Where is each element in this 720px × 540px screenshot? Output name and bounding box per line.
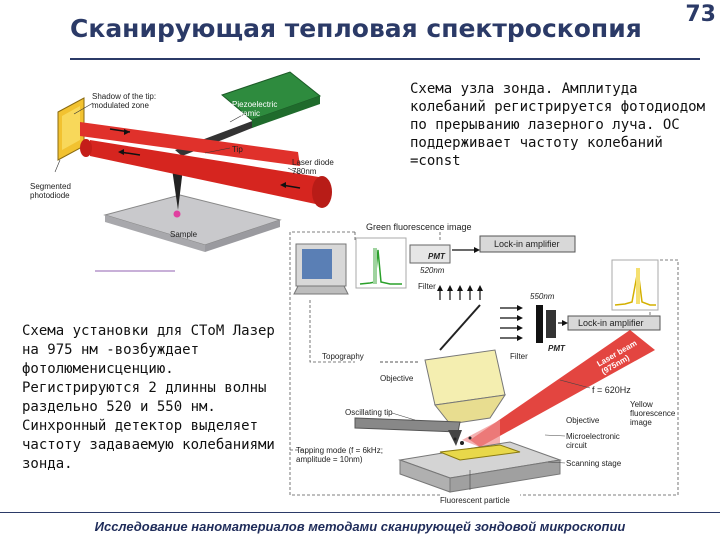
label-filter-top: Filter: [418, 282, 436, 291]
label-lockin-top: Lock-in amplifier: [494, 239, 560, 249]
footer-rule: [0, 512, 720, 513]
label-laser-diode: Laser diode 780nm: [292, 158, 334, 176]
label-green-image: Green fluorescence image: [366, 222, 472, 232]
label-pmt-top: PMT: [428, 252, 445, 261]
laser-beam-975: [470, 330, 655, 447]
label-objective-right: Objective: [566, 416, 600, 425]
label-piezo: Piezoelectric ceramic: [232, 100, 278, 118]
laser-beam-lower: [90, 140, 325, 206]
label-sample: Sample: [170, 230, 198, 239]
label-550nm: 550nm: [530, 292, 555, 301]
title-rule: [70, 58, 700, 60]
label-fluorescent-particle: Fluorescent particle: [440, 496, 510, 505]
label-pmt-bottom: PMT: [548, 344, 565, 353]
footer-text: Исследование наноматериалов методами ска…: [94, 519, 626, 534]
label-lockin-bottom: Lock-in amplifier: [578, 318, 644, 328]
sample-particle: [173, 210, 181, 218]
label-frequency: f = 620Hz: [592, 385, 631, 395]
dichroic-mirror: [439, 304, 481, 351]
label-oscillating-tip: Oscillating tip: [345, 408, 393, 417]
computer-monitor: [293, 243, 349, 295]
slide-title: Сканирующая тепловая спектроскопия: [70, 14, 642, 43]
label-topography: Topography: [322, 352, 364, 361]
oscillating-tip-bar: [354, 417, 461, 433]
setup-description: Схема установки для СТоМ Лазер на 975 нм…: [22, 323, 275, 472]
probe-description: Схема узла зонда. Амплитуда колебаний ре…: [410, 81, 706, 169]
objective-lens: [424, 349, 507, 425]
label-520nm: 520nm: [420, 266, 445, 275]
label-scanning-stage: Scanning stage: [566, 459, 622, 468]
page-number: 73: [685, 2, 716, 27]
label-shadow: Shadow of the tip: modulated zone: [92, 92, 157, 110]
label-tapping-mode: Tapping mode (f = 6kHz; amplitude = 10nm…: [296, 446, 383, 464]
laser-beam-upper: [80, 122, 300, 166]
pmt-top: [409, 244, 451, 264]
label-microelectronic: Microelectronic circuit: [566, 432, 620, 450]
label-photodiode: Segmented photodiode: [30, 182, 71, 200]
label-objective-left: Objective: [380, 374, 414, 383]
label-filter-bottom: Filter: [510, 352, 528, 361]
label-yellow-image: Yellow fluorescence image: [630, 400, 676, 427]
label-tip: Tip: [232, 145, 243, 154]
lockin-top: [479, 235, 576, 253]
scanning-stage: [398, 441, 562, 493]
pmt-bottom: [536, 305, 543, 343]
laser-diode: [312, 176, 332, 208]
